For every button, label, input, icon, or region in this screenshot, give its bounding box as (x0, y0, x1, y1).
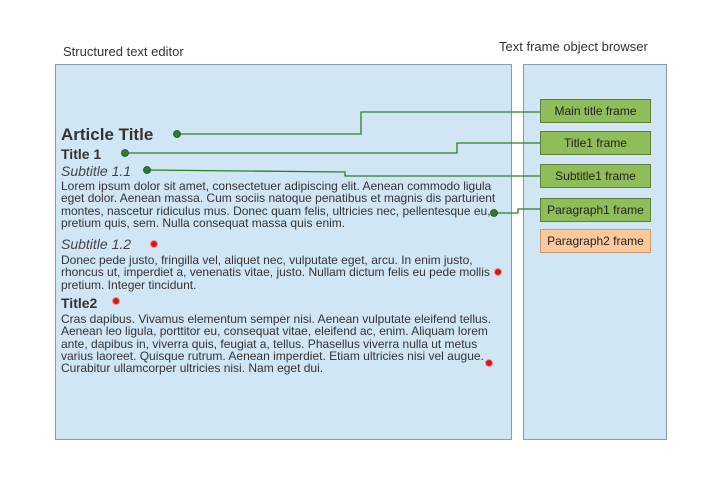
subtitle1-frame[interactable]: Subtitle1 frame (540, 164, 651, 188)
title2-text[interactable]: Title2 (61, 295, 98, 311)
article-title-text[interactable]: Article Title (61, 125, 154, 144)
title1-text[interactable]: Title 1 (61, 146, 102, 162)
paragraph2-text[interactable]: Donec pede justo, fringilla vel, aliquet… (61, 253, 490, 292)
subtitle1-1-text[interactable]: Subtitle 1.1 (61, 163, 132, 179)
paragraph3-unlinked-marker (485, 359, 493, 367)
subtitle1-link-line (146, 169, 540, 177)
paragraph1-text[interactable]: Lorem ipsum dolor sit amet, consectetuer… (61, 179, 496, 230)
paragraph1-frame[interactable]: Paragraph1 frame (540, 198, 651, 222)
paragraph3-text[interactable]: Cras dapibus. Vivamus elementum semper n… (61, 312, 492, 376)
paragraph1-link-line (494, 208, 540, 214)
paragraph2-frame[interactable]: Paragraph2 frame (540, 229, 651, 253)
subtitle1-1-link-anchor (143, 166, 151, 174)
title1-link-line (125, 142, 540, 154)
structured-text-editor-panel[interactable] (55, 64, 512, 440)
subtitle1-2-text[interactable]: Subtitle 1.2 (61, 236, 132, 252)
article-title-link-anchor (173, 130, 181, 138)
subtitle1-2-unlinked-marker (150, 240, 158, 248)
title2-unlinked-marker (112, 297, 120, 305)
title1-frame[interactable]: Title1 frame (540, 131, 651, 155)
browser-panel-title: Text frame object browser (499, 39, 648, 54)
paragraph1-link-anchor (490, 209, 498, 217)
editor-panel-title: Structured text editor (63, 44, 184, 59)
paragraph2-unlinked-marker (494, 268, 502, 276)
main-title-link-line (177, 111, 540, 135)
main-title-frame[interactable]: Main title frame (540, 99, 651, 123)
title1-link-anchor (121, 149, 129, 157)
